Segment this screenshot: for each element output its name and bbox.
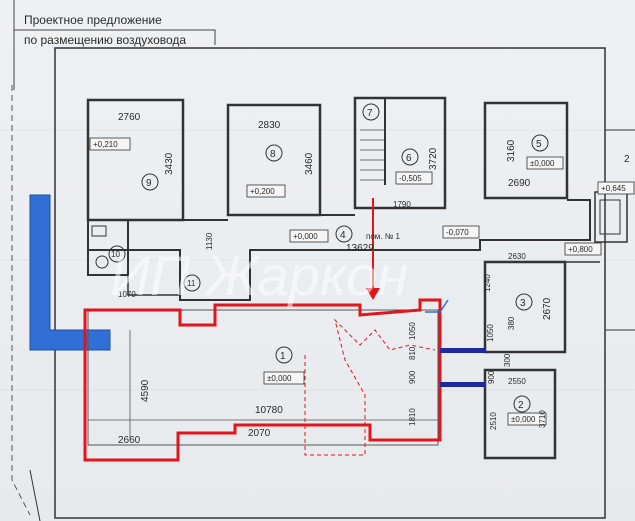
dim-380: 380 xyxy=(507,316,516,330)
room-6-number: 6 xyxy=(406,153,412,164)
dim-900-b: 900 xyxy=(487,370,496,384)
corridor-level: -0,070 xyxy=(446,228,469,237)
room-8-number: 8 xyxy=(270,149,276,160)
room-1-level: ±0,000 xyxy=(267,374,292,383)
room-reference: пом. № 1 xyxy=(366,232,401,241)
room-markers xyxy=(108,103,549,413)
dim-3720: 3720 xyxy=(428,147,439,170)
room-4-number: 4 xyxy=(340,230,346,241)
dim-2670: 2670 xyxy=(542,297,553,320)
level-box-5 xyxy=(526,156,564,170)
title-frame xyxy=(14,29,216,45)
room-2-number: 2 xyxy=(518,400,524,411)
exterior-level: +0,645 xyxy=(601,184,626,193)
room-1-outline xyxy=(83,298,442,462)
room-3-walls xyxy=(483,260,567,354)
level-box-8 xyxy=(246,184,286,198)
dim-1050-a: 1050 xyxy=(408,322,417,340)
proposed-partition xyxy=(304,318,436,456)
room-8-walls xyxy=(226,103,322,217)
room-3-number: 3 xyxy=(520,298,526,309)
duct-bar-lower xyxy=(440,382,485,387)
entrance-stair xyxy=(599,199,621,235)
dim-810: 810 xyxy=(408,346,417,360)
room-6-level: -0,505 xyxy=(399,174,422,183)
room-2-level: ±0,000 xyxy=(511,415,536,424)
level-box-2 xyxy=(507,412,547,426)
room-10-walls xyxy=(87,219,129,276)
room-9-walls xyxy=(86,98,185,222)
margin-digit: 2 xyxy=(624,154,630,165)
room-6-7-walls xyxy=(353,96,447,210)
right-level: +0,800 xyxy=(568,245,593,254)
level-box-9 xyxy=(89,137,131,151)
room-1-inner xyxy=(87,309,439,446)
dim-2660: 2660 xyxy=(118,435,141,446)
paper-texture xyxy=(0,129,635,391)
room-5-walls xyxy=(483,101,569,200)
dim-1790: 1790 xyxy=(393,200,411,209)
blue-door-marker xyxy=(425,299,449,313)
room-2-walls xyxy=(483,368,557,460)
sink-fixture xyxy=(91,225,107,237)
room-9-level: +0,210 xyxy=(93,140,118,149)
stairs xyxy=(360,129,385,181)
room-1-number: 1 xyxy=(280,351,286,362)
building-outline xyxy=(54,47,606,519)
dim-13629: 13629 xyxy=(346,243,374,254)
dim-2550: 2550 xyxy=(508,377,526,386)
level-box-corridor xyxy=(442,225,480,239)
dim-900-a: 900 xyxy=(408,370,417,384)
title-line-2: по размещению воздуховода xyxy=(24,33,186,47)
room-11-walls xyxy=(127,249,181,296)
duct-route xyxy=(29,194,111,351)
dim-2070: 2070 xyxy=(248,428,271,439)
dim-300: 300 xyxy=(503,353,512,367)
dim-2830: 2830 xyxy=(258,120,281,131)
level-box-1 xyxy=(263,371,305,385)
level-box-exterior xyxy=(597,181,635,195)
room-8-level: +0,200 xyxy=(250,187,275,196)
duct-bar-upper xyxy=(440,348,485,353)
room-4-level: +0,000 xyxy=(293,232,318,241)
dim-3160: 3160 xyxy=(506,139,517,162)
toilet-fixture xyxy=(95,255,109,269)
dim-4590: 4590 xyxy=(140,379,151,402)
room-11-number: 11 xyxy=(187,279,196,288)
room-5-number: 5 xyxy=(536,139,542,150)
dim-1130: 1130 xyxy=(205,232,214,250)
leader-line xyxy=(29,469,41,521)
room-10-number: 10 xyxy=(111,250,120,259)
watermark: ИП Жаркон xyxy=(110,244,408,307)
level-box-4 xyxy=(289,229,329,243)
dim-3430: 3430 xyxy=(164,152,175,175)
dim-1810: 1810 xyxy=(408,408,417,426)
dim-1240: 1240 xyxy=(483,274,492,292)
dim-1070: 1070 xyxy=(118,290,136,299)
room-7-number: 7 xyxy=(367,108,373,119)
dim-2690: 2690 xyxy=(508,178,531,189)
level-box-right xyxy=(564,242,602,256)
dim-2510: 2510 xyxy=(489,412,498,430)
duct-direction-arrowhead xyxy=(366,288,380,300)
room-9-number: 9 xyxy=(146,178,152,189)
title-line-1: Проектное предложение xyxy=(24,13,162,27)
dim-10780: 10780 xyxy=(255,405,283,416)
dim-2760: 2760 xyxy=(118,112,141,123)
room-5-level: ±0,000 xyxy=(530,159,555,168)
dim-3710: 3710 xyxy=(538,410,547,428)
dim-3460: 3460 xyxy=(304,152,315,175)
level-box-6 xyxy=(395,171,433,185)
dashed-boundary-left xyxy=(11,85,31,516)
dim-1050-b: 1050 xyxy=(486,324,495,342)
dim-2630: 2630 xyxy=(508,252,526,261)
